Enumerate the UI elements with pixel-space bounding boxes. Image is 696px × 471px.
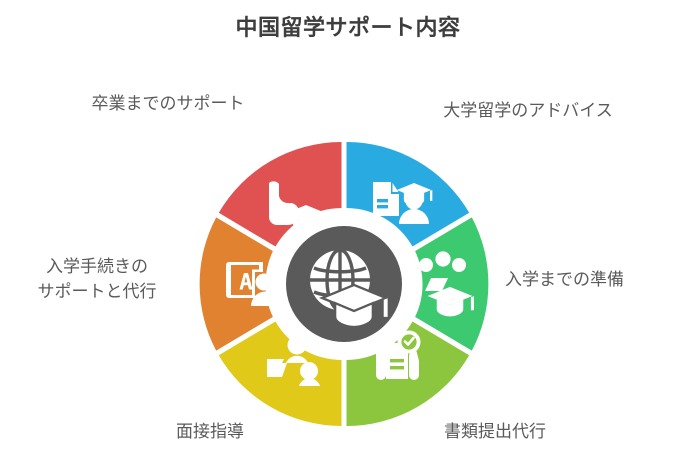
- segment-label-graduation-support: 卒業までのサポート: [91, 94, 245, 113]
- interview-people-icon: [267, 335, 320, 386]
- segment-label-enrollment-prep: 入学までの準備: [505, 270, 624, 289]
- segment-interview-guidance[interactable]: [218, 321, 342, 427]
- segment-arc-enrollment-prep[interactable]: [415, 217, 489, 351]
- hands-document-check-icon: [375, 330, 421, 380]
- muscle-arm-graduation-cap-icon: [269, 181, 330, 234]
- segment-document-submission[interactable]: [346, 321, 470, 427]
- people-graduation-cap-icon: [419, 251, 474, 317]
- segment-university-advice[interactable]: [346, 142, 470, 247]
- segment-label-document-submission: 書類提出代行: [444, 422, 546, 441]
- segment-arc-graduation-support[interactable]: [218, 142, 342, 247]
- segment-graduation-support[interactable]: [218, 142, 342, 247]
- donut-wheel: [199, 142, 489, 427]
- segment-label-university-advice: 大学留学のアドバイス: [443, 101, 613, 120]
- language-board-person-icon: [226, 262, 280, 306]
- segment-label-interview-guidance: 面接指導: [176, 422, 244, 441]
- segment-label-admission-procedure: 入学手続きの サポートと代行: [37, 257, 157, 301]
- globe-graduation-cap-icon: [310, 248, 389, 329]
- segment-admission-procedure[interactable]: [199, 217, 280, 351]
- page-title: 中国留学サポート内容: [235, 15, 461, 40]
- document-graduate-person-icon: [373, 182, 433, 224]
- segment-enrollment-prep[interactable]: [415, 217, 489, 351]
- center-hub[interactable]: [280, 220, 408, 348]
